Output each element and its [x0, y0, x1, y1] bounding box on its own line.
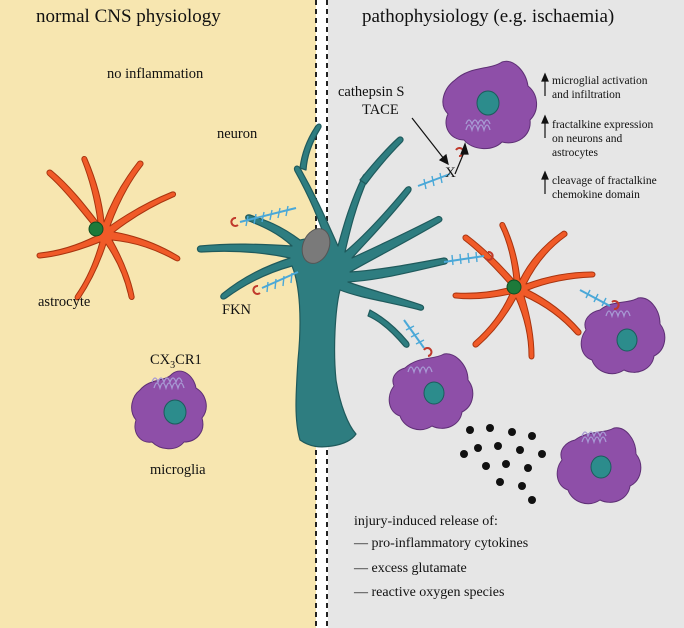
fkn-label: FKN [222, 302, 252, 318]
release-particles [460, 424, 546, 504]
microglia-nucleus-top-right [476, 90, 500, 116]
microglia-cell-lower-mid [388, 353, 474, 431]
microglia-cell-left [131, 370, 207, 450]
microglia-nucleus-left [163, 399, 187, 425]
left-panel-background [0, 0, 316, 628]
fractalkine-stalks [239, 172, 611, 349]
chemokine-heads [230, 147, 620, 357]
left-panel-title: normal CNS physiology [36, 6, 221, 27]
microglia-nucleus-lower-mid [423, 381, 445, 405]
microglia-cell-mid-right [580, 297, 666, 375]
microglia-nucleus-bottom-right [590, 455, 612, 479]
neuron-cell [196, 123, 449, 448]
astrocyte-cell-right [452, 222, 596, 360]
release-item-cytokines: — pro-inflammatory cytokines [354, 536, 529, 551]
microglia-nucleus-mid-right [616, 328, 638, 352]
protease-cathepsin-label: cathepsin S [338, 84, 405, 100]
microglia-cell-bottom-right [556, 427, 642, 505]
neuron-label: neuron [217, 126, 258, 142]
microglia-label: microglia [150, 462, 206, 478]
no-inflammation-label: no inflammation [107, 66, 204, 82]
astrocyte-label: astrocyte [38, 294, 91, 310]
microglia-cell-top-right [442, 60, 537, 149]
cx3cr1-label: CX3CR1 [150, 352, 202, 371]
neuron-nucleus [301, 228, 331, 264]
astrocyte-nucleus-right [506, 279, 522, 295]
protease-tace-label: TACE [362, 102, 399, 118]
release-heading: injury-induced release of: [354, 514, 498, 529]
cx3cr1-receptors [151, 119, 631, 445]
cleavage-mark: X [445, 165, 456, 181]
cleavage-arrows [411, 117, 469, 175]
astrocyte-cell-left [36, 156, 181, 301]
right-panel-title: pathophysiology (e.g. ischaemia) [362, 6, 615, 27]
release-item-glutamate: — excess glutamate [354, 561, 467, 576]
increase-arrows [541, 72, 549, 194]
astrocyte-nucleus-left [88, 221, 104, 237]
release-item-ros: — reactive oxygen species [354, 585, 505, 600]
